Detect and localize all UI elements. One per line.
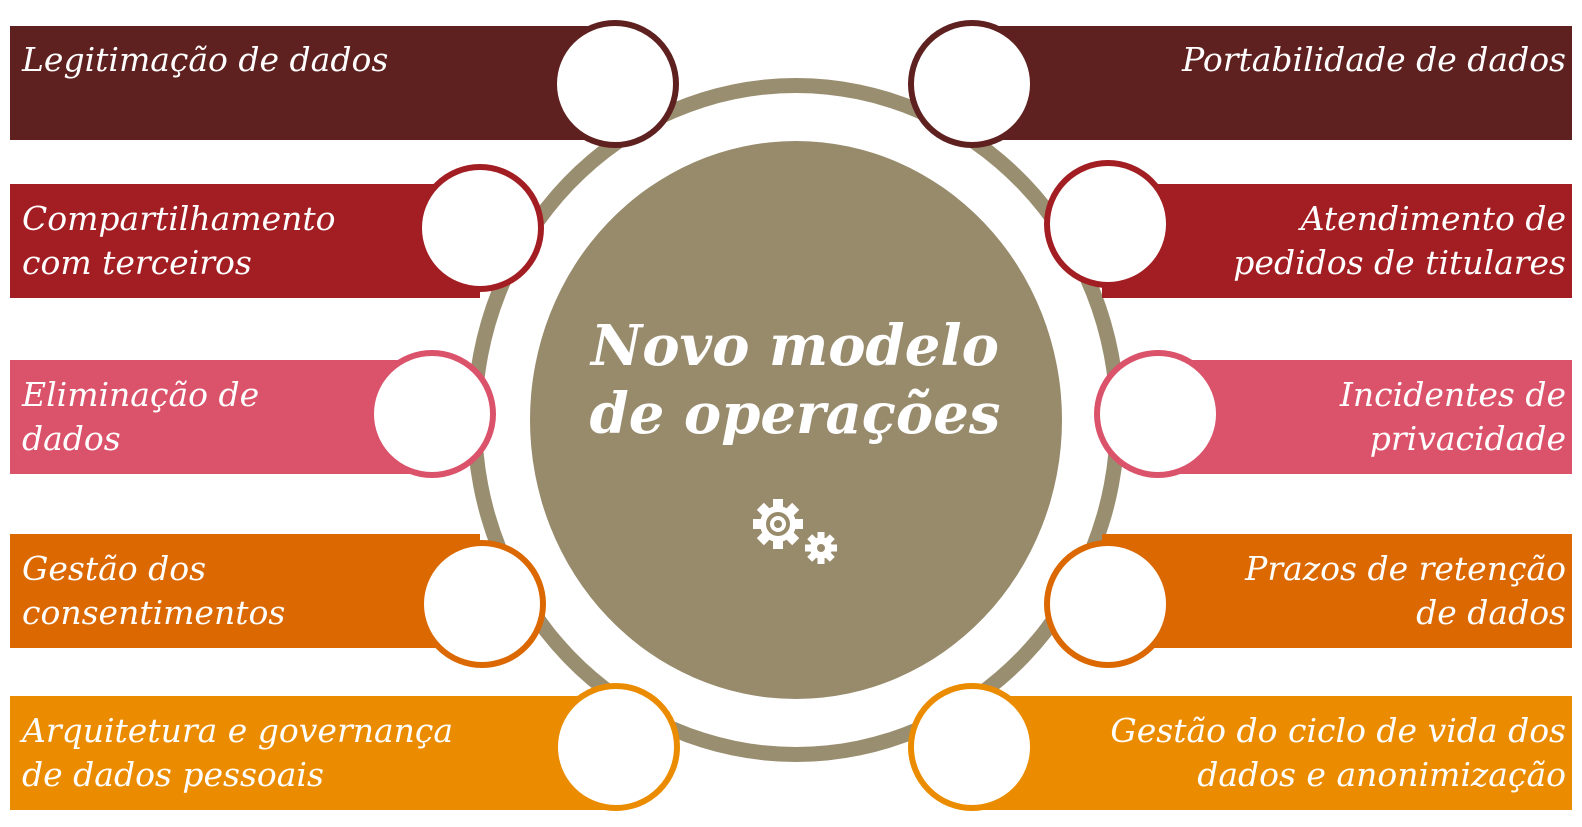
right-bar-ciclo-de-vida: Gestão do ciclo de vida dos dados e anon… [972, 696, 1572, 810]
bubble-ciclo-de-vida [908, 683, 1036, 811]
bubble-compartilhamento [416, 164, 544, 292]
left-bar-label: consentimentos [22, 593, 286, 632]
right-bar-incidentes: Incidentes de privacidade [1152, 360, 1572, 474]
right-bar-label: pedidos de titulares [1233, 243, 1566, 282]
right-bar-prazos: Prazos de retenção de dados [1102, 534, 1572, 648]
left-bar-label: Compartilhamento [22, 199, 336, 238]
center-title: Novo modelo de operações [560, 312, 1030, 448]
center-title-line: Novo modelo [591, 313, 999, 379]
right-bar-label: Gestão do ciclo de vida dos [1110, 711, 1566, 750]
right-bar-label: privacidade [1369, 419, 1566, 458]
right-bar-label: Portabilidade de dados [1181, 40, 1566, 79]
right-bar-label: Incidentes de [1339, 375, 1566, 414]
right-bar-label: de dados [1416, 593, 1566, 632]
right-bar-label: Atendimento de [1300, 199, 1566, 238]
left-bar-compartilhamento: Compartilhamento com terceiros [10, 184, 480, 298]
left-bar-label: dados [22, 419, 121, 458]
bubble-incidentes [1094, 350, 1222, 478]
right-bar-portabilidade: Portabilidade de dados [972, 26, 1572, 140]
bubble-prazos [1044, 540, 1172, 668]
bubble-legitimacao [551, 20, 679, 148]
center-title-line: de operações [589, 381, 1001, 447]
bubble-eliminacao [368, 350, 496, 478]
bubble-atendimento [1044, 160, 1172, 288]
gears-icon [753, 499, 837, 564]
right-bar-atendimento: Atendimento de pedidos de titulares [1102, 184, 1572, 298]
left-bar-label: Arquitetura e governança [22, 711, 454, 750]
left-bar-legitimacao: Legitimação de dados [10, 26, 610, 140]
bubble-consentimentos [418, 540, 546, 668]
left-bar-label: com terceiros [22, 243, 252, 282]
right-bar-label: Prazos de retenção [1245, 549, 1566, 588]
left-bar-consentimentos: Gestão dos consentimentos [10, 534, 480, 648]
left-bar-label: Legitimação de dados [22, 40, 389, 79]
left-bar-eliminacao: Eliminação de dados [10, 360, 430, 474]
center-disc [530, 141, 1062, 699]
left-bar-label: Eliminação de [22, 375, 260, 414]
bubble-arquitetura [552, 683, 680, 811]
left-bar-arquitetura: Arquitetura e governança de dados pessoa… [10, 696, 610, 810]
right-bar-label: dados e anonimização [1197, 755, 1566, 794]
left-bar-label: de dados pessoais [22, 755, 324, 794]
left-bar-label: Gestão dos [22, 549, 207, 588]
bubble-portabilidade [908, 20, 1036, 148]
